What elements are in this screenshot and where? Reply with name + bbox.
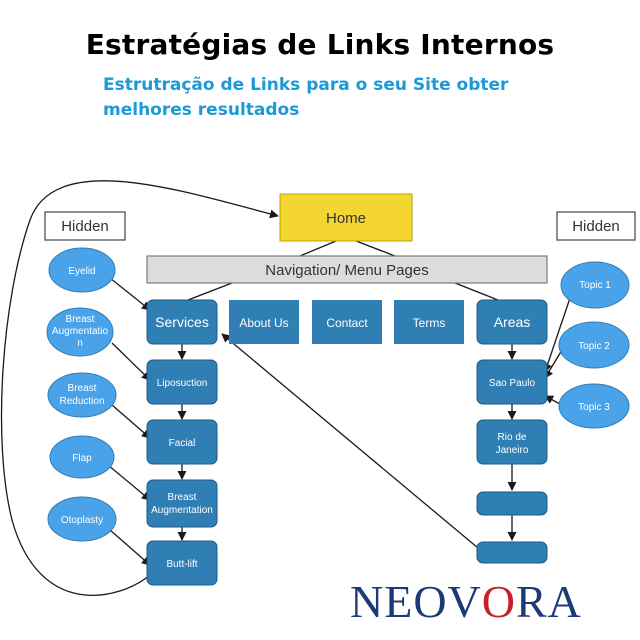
ellipse-otoplasty <box>47 496 117 542</box>
line-nav-services <box>187 282 233 301</box>
neovora-logo: NEOVORA <box>350 574 620 630</box>
logo-part-2: O <box>481 576 516 627</box>
menu-row: Services About Us Contact Terms Areas <box>146 299 548 345</box>
right-hidden-pages: Topic 1 Topic 2 Topic 3 <box>558 261 630 429</box>
node-breast-augmentation <box>146 479 218 528</box>
menu-terms-box <box>394 300 464 344</box>
node-breast-aug-line2: Augmentation <box>151 505 213 516</box>
line-home-nav-right <box>355 240 396 257</box>
node-area-blank-2 <box>476 541 548 564</box>
ellipse-breast-red-line2: Reduction <box>59 396 104 407</box>
ellipse-topic-3-label: Topic 3 <box>578 402 610 413</box>
ellipse-breast-augmentation <box>46 307 114 357</box>
hidden-right-label: Hidden <box>572 218 620 235</box>
services-column: Liposuction Facial Breast Augmentation B… <box>146 359 218 586</box>
node-buttlift <box>146 540 218 586</box>
navigation-label: Navigation/ Menu Pages <box>265 262 428 279</box>
logo-part-1: NEOV <box>350 576 482 627</box>
node-breast-aug-line1: Breast <box>168 492 197 503</box>
ellipse-topic-2-label: Topic 2 <box>578 341 610 352</box>
ellipse-breast-aug-line2: Augmentatio <box>52 326 109 337</box>
page-title: Estratégias de Links Internos <box>85 28 555 61</box>
node-sao-paulo <box>476 359 548 405</box>
line-home-nav-left <box>299 240 337 257</box>
home-box <box>279 193 413 242</box>
menu-areas-label: Areas <box>494 314 531 330</box>
hidden-right-box <box>556 211 636 241</box>
ellipse-topic-3 <box>558 383 630 429</box>
logo-part-3: RA <box>516 576 582 627</box>
arrow-flap-breast <box>107 464 151 501</box>
left-hidden-pages: Eyelid Breast Augmentatio n Breast Reduc… <box>46 247 117 542</box>
arrow-eyelid-services <box>109 277 151 311</box>
node-area-blank-1 <box>476 491 548 516</box>
ellipse-flap-label: Flap <box>72 453 92 464</box>
menu-terms-label: Terms <box>413 316 446 330</box>
ellipse-flap <box>49 435 115 479</box>
arrow-otoplasty-butt <box>109 529 151 566</box>
ellipse-breast-red-line1: Breast <box>68 383 97 394</box>
line-nav-areas <box>454 282 499 301</box>
subtitle-line-1: Estrutração de Links para o seu Site obt… <box>103 75 509 95</box>
home-label: Home <box>326 210 366 227</box>
ellipse-eyelid-label: Eyelid <box>68 266 95 277</box>
menu-services-box <box>146 299 218 345</box>
node-rio-line2: Janeiro <box>496 445 529 456</box>
node-rio-line1: Rio de <box>498 432 527 443</box>
arrow-buttlift-home <box>0 180 279 596</box>
node-facial <box>146 419 218 465</box>
ellipse-topic-1 <box>560 261 630 309</box>
hidden-left-label: Hidden <box>61 218 109 235</box>
arrow-breastred-facial <box>111 404 151 439</box>
menu-contact-box <box>312 300 382 344</box>
node-liposuction-label: Liposuction <box>157 378 208 389</box>
node-facial-label: Facial <box>169 438 196 449</box>
arrow-breastaug-lipo <box>111 342 151 381</box>
subtitle-line-2: melhores resultados <box>103 100 300 120</box>
menu-services-label: Services <box>155 314 209 330</box>
menu-about-box <box>229 300 299 344</box>
ellipse-otoplasty-label: Otoplasty <box>61 515 103 526</box>
ellipse-breast-aug-line1: Breast <box>66 314 95 325</box>
ellipse-topic-2 <box>558 321 630 369</box>
areas-column: Sao Paulo Rio de Janeiro <box>476 359 548 564</box>
node-liposuction <box>146 359 218 405</box>
arrow-blank2-services <box>221 333 479 549</box>
arrow-topic1-sao <box>543 297 571 373</box>
connectors <box>0 180 571 596</box>
menu-contact-label: Contact <box>326 316 368 330</box>
ellipse-eyelid <box>48 247 116 293</box>
navigation-bar <box>146 255 548 284</box>
menu-about-label: About Us <box>239 316 288 330</box>
ellipse-breast-aug-line3: n <box>77 338 83 349</box>
ellipse-topic-1-label: Topic 1 <box>579 280 611 291</box>
menu-areas-box <box>476 299 548 345</box>
ellipse-breast-reduction <box>47 372 117 418</box>
page-subtitle: Estrutração de Links para o seu Site obt… <box>103 73 573 123</box>
node-rio <box>476 419 548 465</box>
arrow-topic2-sao <box>544 349 563 379</box>
hidden-left-box <box>44 211 126 241</box>
node-buttlift-label: Butt-lift <box>166 559 197 570</box>
node-sao-paulo-label: Sao Paulo <box>489 378 536 389</box>
